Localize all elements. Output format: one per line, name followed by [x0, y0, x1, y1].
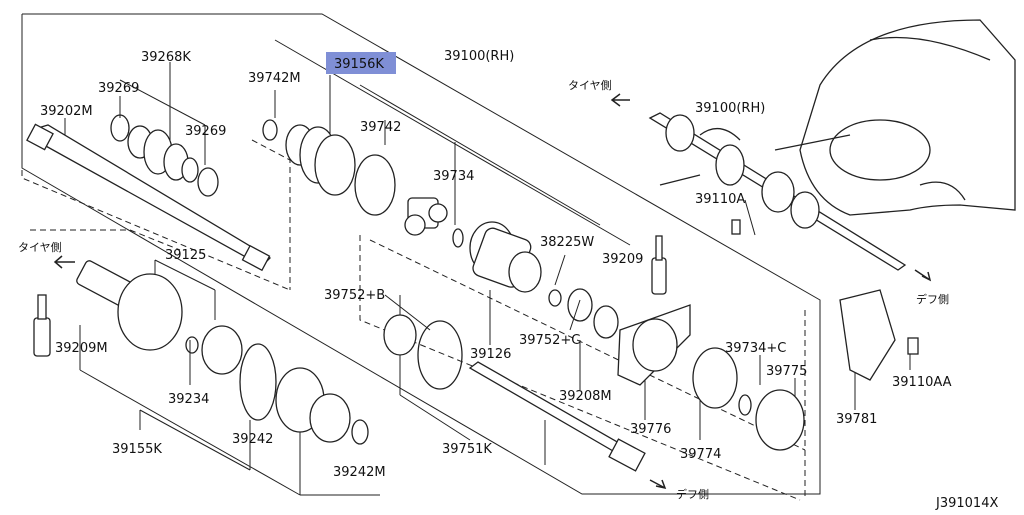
bearing-bracket-39776	[617, 304, 805, 451]
label-39734: 39734	[433, 169, 474, 184]
label-39242M: 39242M	[333, 465, 386, 480]
label-39269b: 39269	[185, 124, 226, 139]
label-39156K: 39156K	[334, 57, 384, 72]
direction-arrows	[53, 93, 932, 490]
grease-tube-39209M	[33, 294, 51, 357]
label-39752B: 39752+B	[324, 288, 385, 303]
label-39100: 39100(RH)	[444, 49, 514, 64]
label-39202M: 39202M	[40, 104, 93, 119]
part-labels: 39268K 39269 39269 39202M 39742M 39156K …	[18, 49, 998, 511]
diagram-code: J391014X	[935, 496, 998, 511]
half-shaft-39202M	[26, 123, 272, 272]
car-inset	[648, 19, 1016, 381]
label-39242: 39242	[232, 432, 273, 447]
label-39776: 39776	[630, 422, 671, 437]
label-39209a: 39209	[602, 252, 643, 267]
boot-39268K	[127, 125, 199, 183]
highlight-39156K	[326, 52, 396, 74]
label-diff-side-bottom: デフ側	[676, 487, 709, 501]
label-39268K: 39268K	[141, 50, 191, 65]
clamps-39269	[110, 114, 219, 197]
label-39752C: 39752+C	[519, 333, 580, 348]
label-38225W: 38225W	[540, 235, 594, 250]
label-39100b: 39100(RH)	[695, 101, 765, 116]
label-39110A: 39110A	[695, 192, 745, 207]
tripod-39734	[404, 197, 464, 248]
shaft-39751K	[383, 314, 646, 472]
label-39751K: 39751K	[442, 442, 492, 457]
label-39734C: 39734+C	[725, 341, 786, 356]
assembly-boxes	[21, 120, 806, 501]
label-39110AA: 39110AA	[892, 375, 952, 390]
frame-outline	[21, 13, 821, 495]
label-39234: 39234	[168, 392, 209, 407]
housing-39126	[469, 221, 562, 307]
label-39781: 39781	[836, 412, 877, 427]
label-diff-side-right: デフ側	[916, 292, 949, 306]
label-39125: 39125	[165, 248, 206, 263]
label-39208M: 39208M	[559, 389, 612, 404]
label-39209M: 39209M	[55, 341, 108, 356]
outer-joint-39125	[76, 260, 369, 445]
leader-lines	[64, 39, 911, 496]
rings-39752C	[567, 288, 619, 339]
label-39742M: 39742M	[248, 71, 301, 86]
boot-39742M	[262, 119, 396, 216]
label-39126: 39126	[470, 347, 511, 362]
label-39269a: 39269	[98, 81, 139, 96]
label-tire-side-left: タイヤ側	[18, 241, 62, 254]
label-39775: 39775	[766, 364, 807, 379]
label-39155K: 39155K	[112, 442, 162, 457]
grease-tube-39209	[651, 235, 667, 295]
label-tire-side-right: タイヤ側	[568, 79, 612, 92]
label-39774: 39774	[680, 447, 721, 462]
label-39742: 39742	[360, 120, 401, 135]
